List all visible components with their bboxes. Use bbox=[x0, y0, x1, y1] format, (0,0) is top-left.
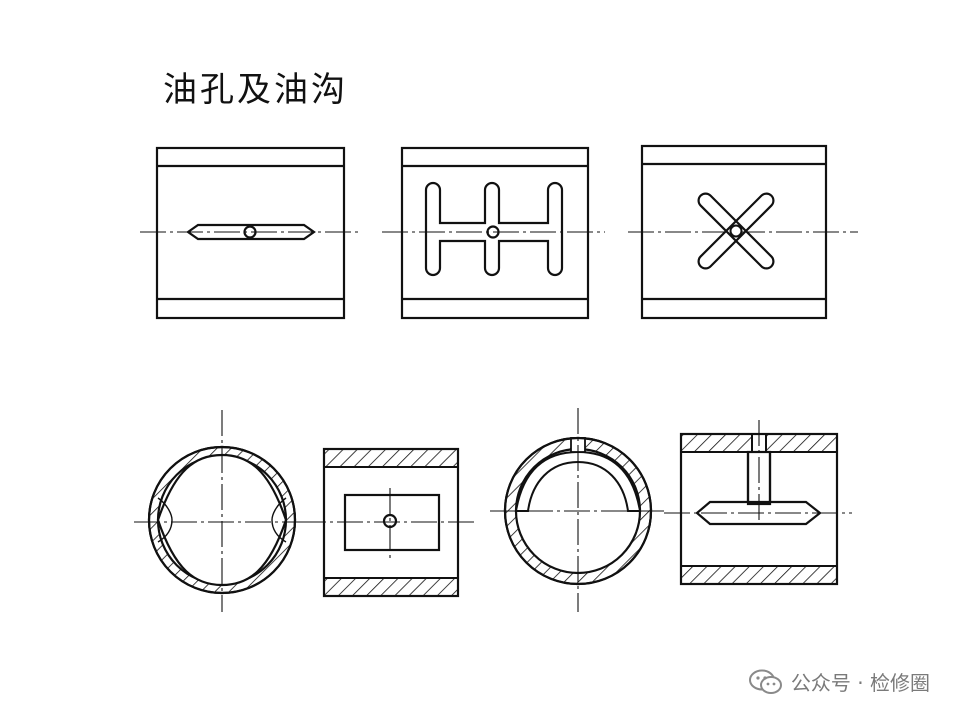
bush-straight-groove-view bbox=[140, 146, 360, 320]
watermark: 公众号 · 检修圈 bbox=[748, 667, 930, 696]
diagram-title: 油孔及油沟 bbox=[163, 70, 348, 110]
bush-side-section-right bbox=[664, 420, 852, 586]
oil-hole bbox=[486, 225, 500, 239]
oil-hole bbox=[243, 225, 257, 239]
wechat-icon bbox=[748, 669, 783, 695]
bush-comb-groove-view bbox=[382, 146, 605, 320]
axial-oil-groove bbox=[186, 223, 316, 241]
bush-cross-section-left bbox=[134, 410, 310, 612]
bush-side-section-left bbox=[300, 447, 478, 598]
bush-cross-section-right bbox=[490, 408, 666, 612]
bush-x-groove-view bbox=[628, 144, 858, 320]
watermark-text: 公众号 · 检修圈 bbox=[790, 671, 930, 695]
oil-hole bbox=[382, 513, 398, 529]
oil-hole bbox=[729, 224, 743, 238]
comb-oil-groove bbox=[424, 181, 564, 277]
